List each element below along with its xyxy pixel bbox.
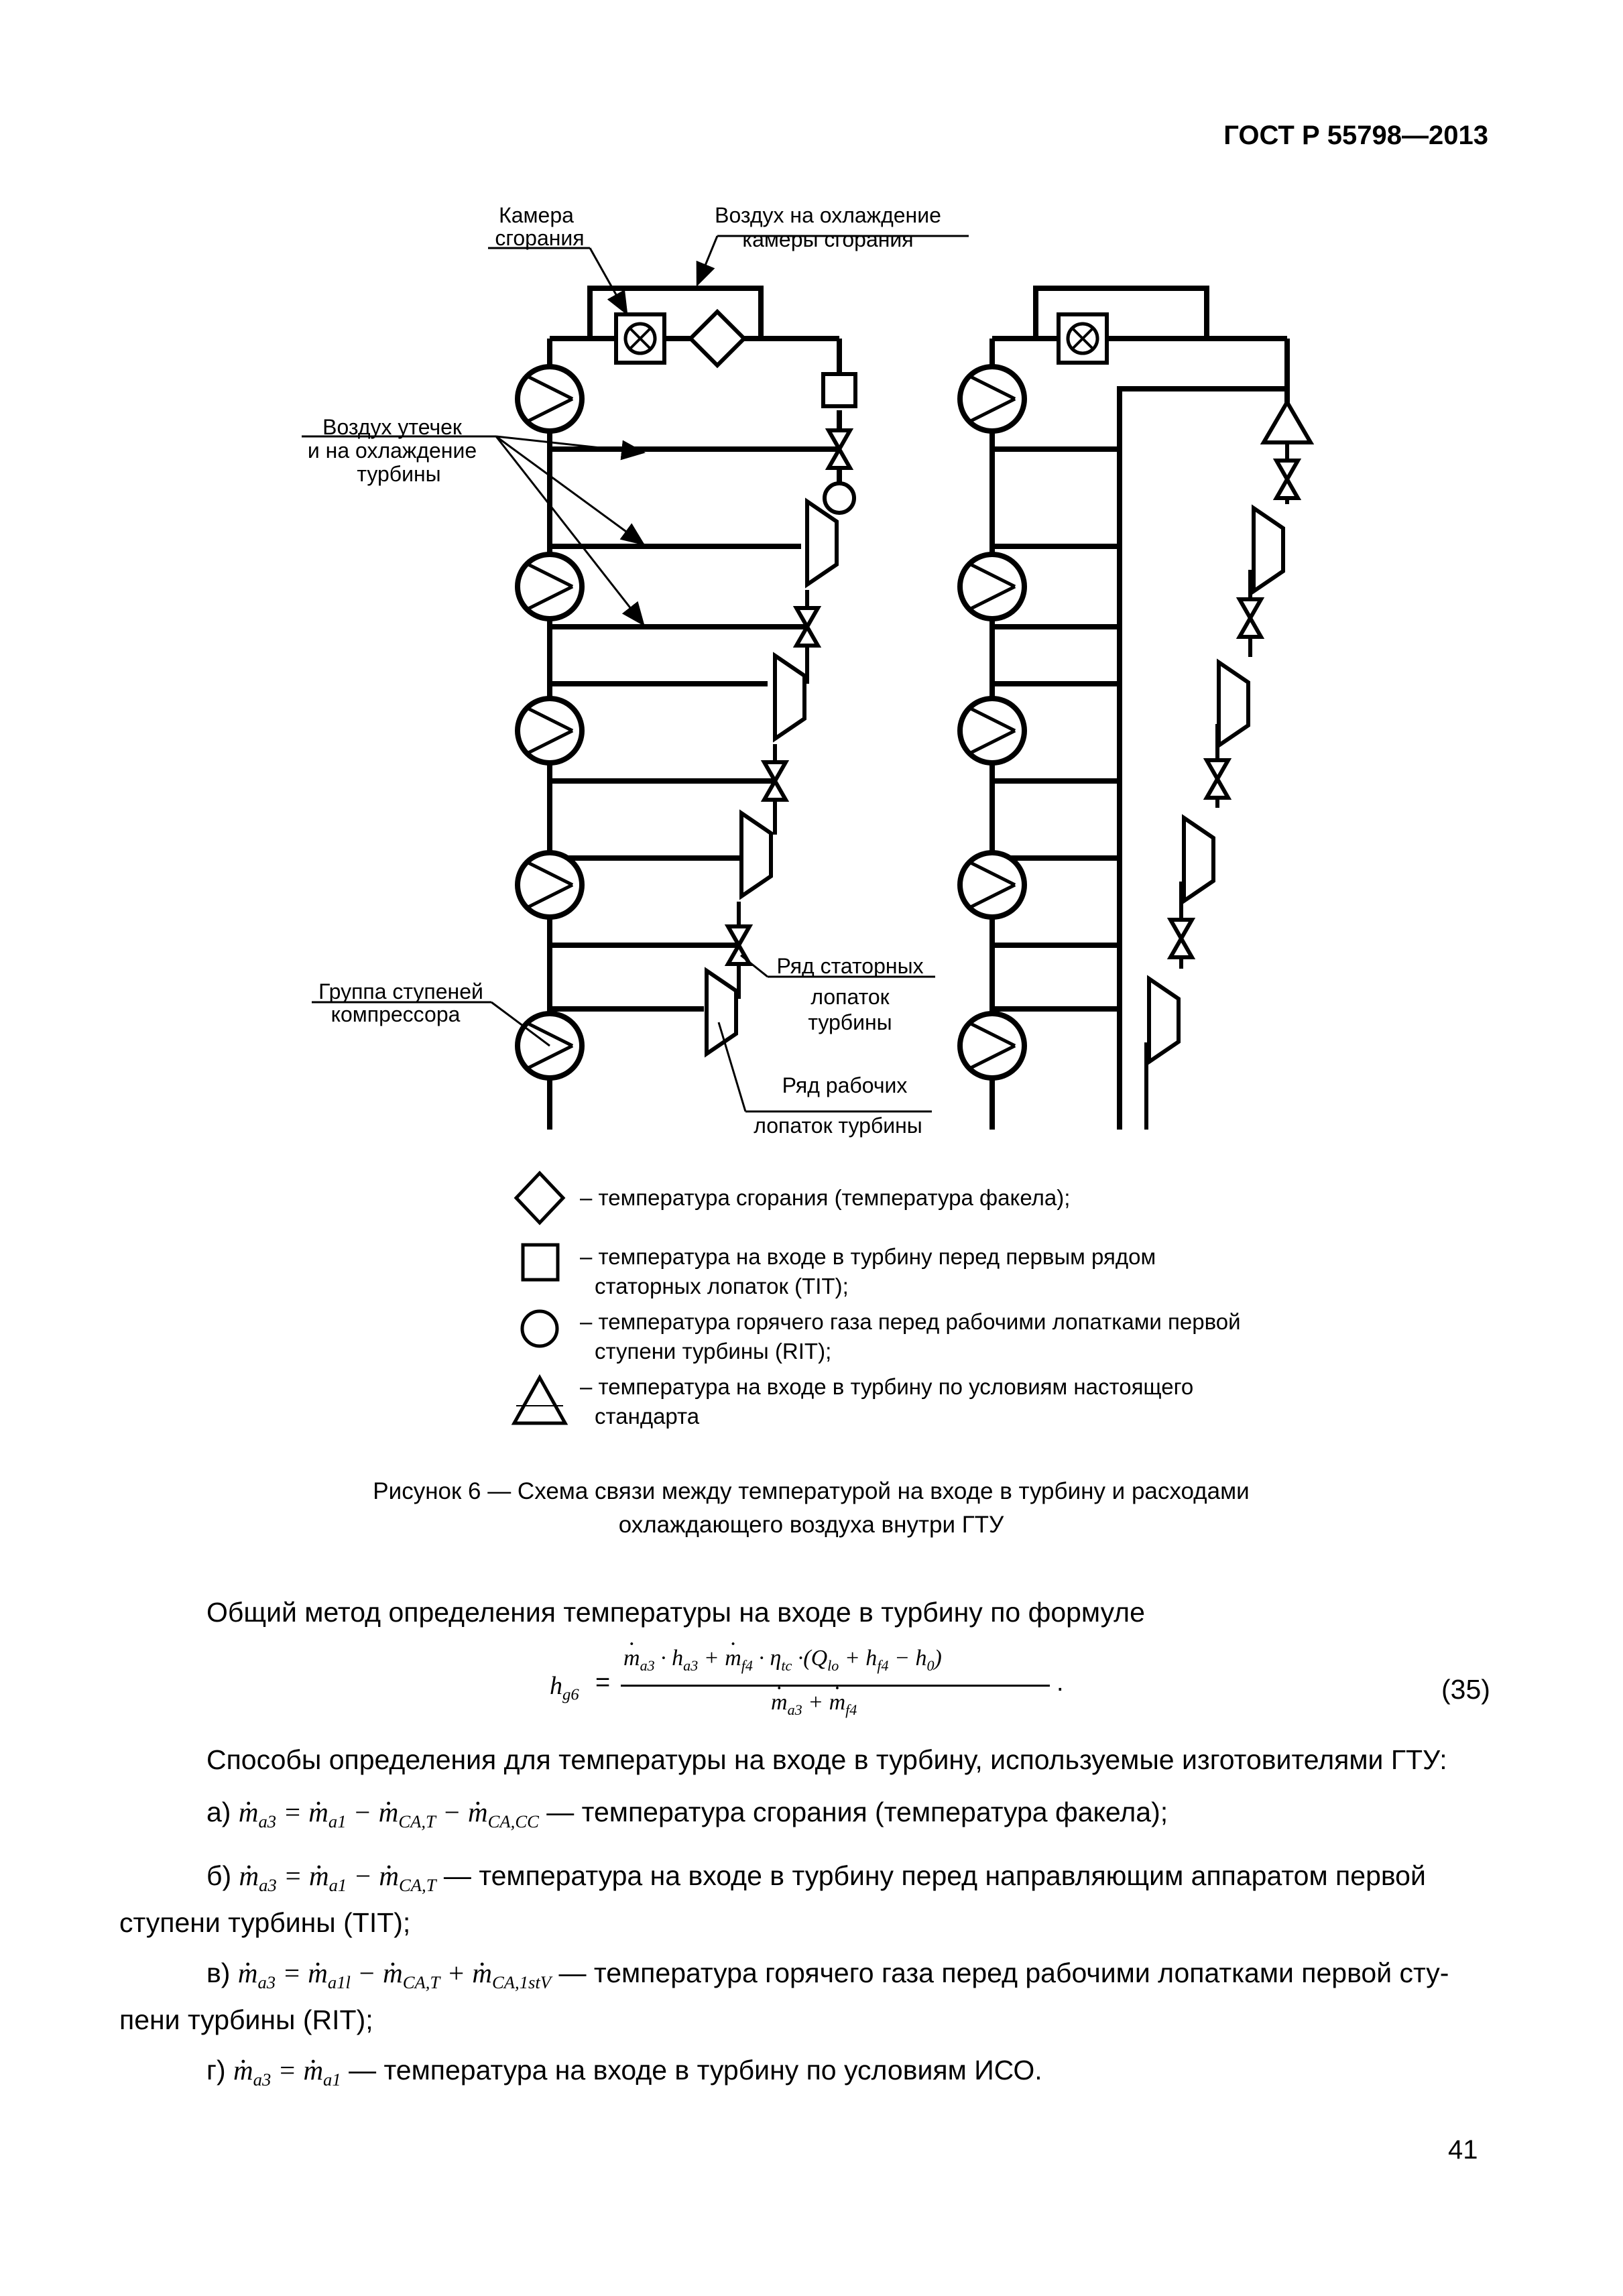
compressor-stage-icon	[518, 554, 582, 619]
label-rotor-row: Ряд рабочих	[782, 1073, 908, 1097]
leader-lines	[302, 235, 969, 1113]
triangle-marker-icon	[1260, 398, 1315, 444]
label-combustion-chamber: Камера	[499, 203, 574, 227]
label-leak-air: Воздух утечек	[322, 415, 463, 439]
valve-icon	[1207, 760, 1228, 798]
label-cc-cooling-air: Воздух на охлаждение	[715, 203, 941, 227]
legend-item: – температура на входе в турбину по усло…	[580, 1374, 1194, 1429]
cooling-air-diagram: Камера сгорания Воздух на охлаждение кам…	[302, 203, 1315, 1138]
legend-symbols	[511, 1170, 568, 1425]
compressor-stage-icon	[960, 367, 1024, 431]
legend-item: – температура горячего газа перед рабочи…	[580, 1309, 1241, 1364]
diamond-icon	[514, 1170, 566, 1225]
figure-caption: Рисунок 6 — Схема связи между температур…	[373, 1478, 1250, 1538]
label-stator-row: турбины	[808, 1010, 892, 1034]
intro-paragraph: Общий метод определения температуры на в…	[206, 1597, 1145, 1628]
label-compressor-group: компрессора	[331, 1002, 461, 1026]
label-combustion-chamber: сгорания	[495, 226, 584, 250]
compressor-stage-icon	[960, 853, 1024, 917]
triangle-icon	[511, 1374, 568, 1425]
valve-icon	[1276, 461, 1298, 498]
turbine-row-icon	[1219, 662, 1248, 745]
method-item-b-cont: ступени турбины (TIT);	[119, 1907, 411, 1938]
square-icon	[521, 1243, 560, 1282]
label-leak-air: турбины	[357, 462, 440, 486]
formula-35: hg6 = ma3 · ha3 + mf4 · ηtc ·(Qlo + hf4 …	[550, 1646, 1086, 1726]
combustion-chamber-icon	[616, 314, 664, 363]
compressor-stage-icon	[518, 367, 582, 431]
label-stator-row: Ряд статорных	[776, 954, 923, 978]
legend-item: – температура сгорания (температура факе…	[580, 1185, 1071, 1210]
right-diagram	[989, 286, 1290, 1130]
compressor-stage-icon	[960, 699, 1024, 763]
methods-intro: Способы определения для температуры на в…	[206, 1744, 1447, 1775]
formula-number: (35)	[1441, 1674, 1490, 1705]
turbine-row-icon	[807, 501, 837, 585]
valve-icon	[1170, 920, 1192, 957]
legend-item: – температура на входе в турбину перед п…	[580, 1244, 1156, 1298]
label-leak-air: и на охлаждение	[308, 438, 477, 463]
compressor-stage-icon	[518, 699, 582, 763]
compressor-stage-icon	[960, 1014, 1024, 1078]
combustion-chamber-icon	[1059, 314, 1107, 363]
compressor-stage-icon	[518, 853, 582, 917]
label-compressor-group: Группа ступеней	[318, 979, 483, 1004]
circle-marker-icon	[823, 481, 856, 515]
square-marker-icon	[821, 372, 857, 408]
method-item-a: а) ma3 = ma1 − mCA,T − mCA,CC — температ…	[206, 1789, 1168, 1845]
turbine-row-icon	[1184, 818, 1213, 901]
turbine-row-icon	[1149, 979, 1179, 1062]
turbine-row-icon	[775, 656, 804, 739]
diamond-marker-icon	[687, 308, 747, 369]
label-cc-cooling-air: камеры сгорания	[742, 227, 913, 251]
valve-icon	[1240, 599, 1261, 637]
method-item-d: г) ma3 = ma1 — температура на входе в ту…	[206, 2047, 1042, 2103]
turbine-row-icon	[741, 813, 771, 896]
method-item-c: в) ma3 = ma1l − mCA,T + mCA,1stV — темпе…	[206, 1949, 1449, 2006]
circle-icon	[520, 1309, 559, 1348]
compressor-stage-icon	[960, 554, 1024, 619]
method-item-b: б) ma3 = ma1 − mCA,T — температура на вх…	[206, 1852, 1426, 1909]
method-item-c-cont: пени турбины (RIT);	[119, 2004, 373, 2035]
label-rotor-row: лопаток турбины	[754, 1113, 922, 1138]
turbine-row-icon	[1254, 508, 1283, 591]
document-header: ГОСТ Р 55798—2013	[1223, 121, 1488, 150]
label-stator-row: лопаток	[810, 985, 890, 1009]
turbine-row-icon	[707, 971, 736, 1054]
page-number: 41	[1448, 2135, 1478, 2165]
